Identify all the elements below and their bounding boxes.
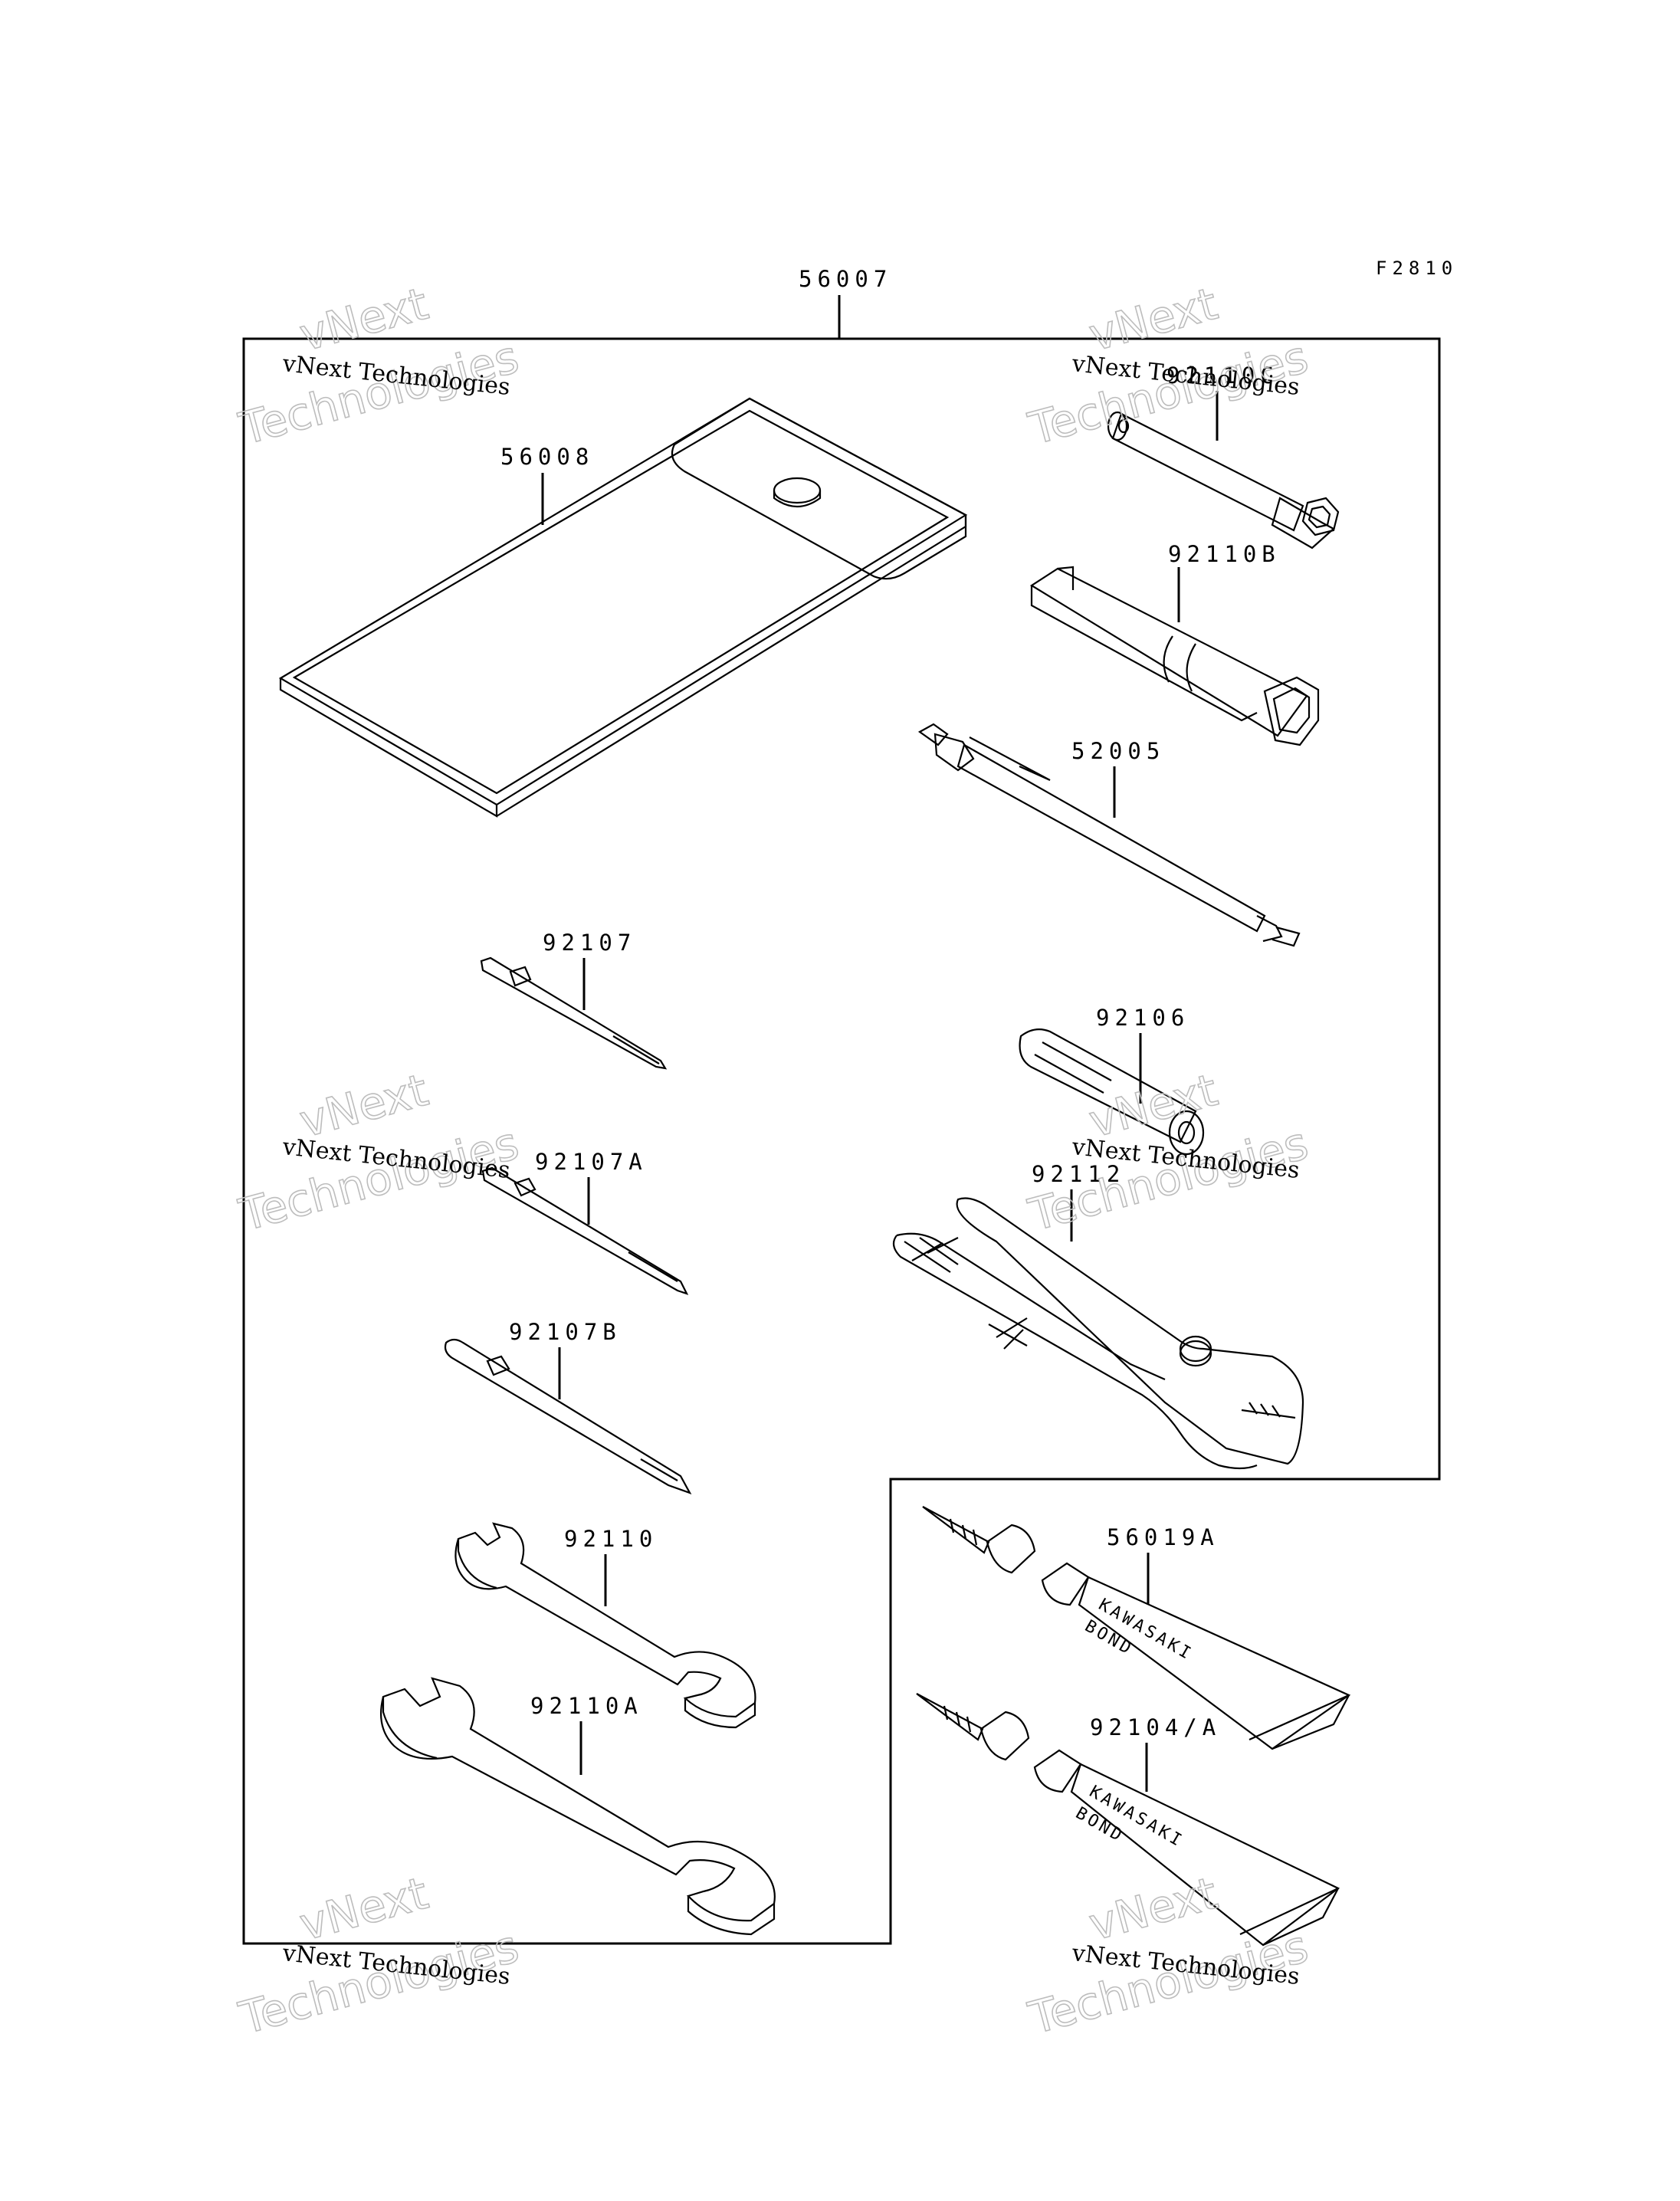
watermark-top-left: vNext Technologies vNext Technologies xyxy=(233,277,524,455)
label-case: 56008 xyxy=(500,444,594,470)
label-box-wrench: 92110B xyxy=(1168,541,1281,567)
bit-92107b xyxy=(444,1338,692,1495)
watermark-big-line1: vNext xyxy=(294,1064,433,1148)
tool-case xyxy=(278,397,968,818)
figure-code: F2810 xyxy=(1376,257,1458,279)
label-bit-92107: 92107 xyxy=(543,930,636,956)
wrench-92110 xyxy=(454,1522,756,1729)
bit-92107a xyxy=(481,1166,689,1295)
label-plug-wrench: 92110C xyxy=(1166,362,1279,389)
watermark-big-line1: vNext xyxy=(294,1867,433,1951)
label-adapter: 92106 xyxy=(1096,1005,1189,1031)
adapter xyxy=(1019,1028,1205,1156)
label-bit-92107b: 92107B xyxy=(509,1319,622,1345)
watermark-bottom-left: vNext Technologies vNext Technologies xyxy=(233,1866,524,2045)
label-bond-56019a: 56019A xyxy=(1107,1524,1219,1550)
watermark-bottom-right: vNext Technologies vNext Technologies xyxy=(1022,1866,1314,2045)
plug-wrench xyxy=(1107,411,1340,549)
wrench-92110a xyxy=(380,1677,776,1936)
label-bond-92104a: 92104/A xyxy=(1090,1714,1221,1740)
pliers xyxy=(892,1197,1304,1470)
label-wrench-92110: 92110 xyxy=(564,1526,658,1552)
kit-frame xyxy=(242,337,1441,1945)
watermark-big-line1: vNext xyxy=(294,277,433,362)
watermark-mid-right: vNext Technologies vNext Technologies xyxy=(1022,1063,1314,1242)
watermark-big-line1: vNext xyxy=(1084,277,1222,362)
box-wrench xyxy=(1029,566,1320,746)
bit-92107 xyxy=(480,956,668,1070)
screwdriver-handle xyxy=(917,723,1301,947)
label-kit: 56007 xyxy=(799,266,892,292)
label-bit-92107a: 92107A xyxy=(535,1149,648,1175)
label-wrench-92110a: 92110A xyxy=(530,1693,643,1719)
watermark-big-line1: vNext xyxy=(1084,1867,1222,1951)
label-pliers: 92112 xyxy=(1032,1161,1125,1187)
watermark-mid-left: vNext Technologies vNext Technologies xyxy=(233,1063,524,1242)
watermark-top-right: vNext Technologies vNext Technologies xyxy=(1022,277,1314,455)
label-screwdriver-handle: 52005 xyxy=(1071,738,1165,764)
